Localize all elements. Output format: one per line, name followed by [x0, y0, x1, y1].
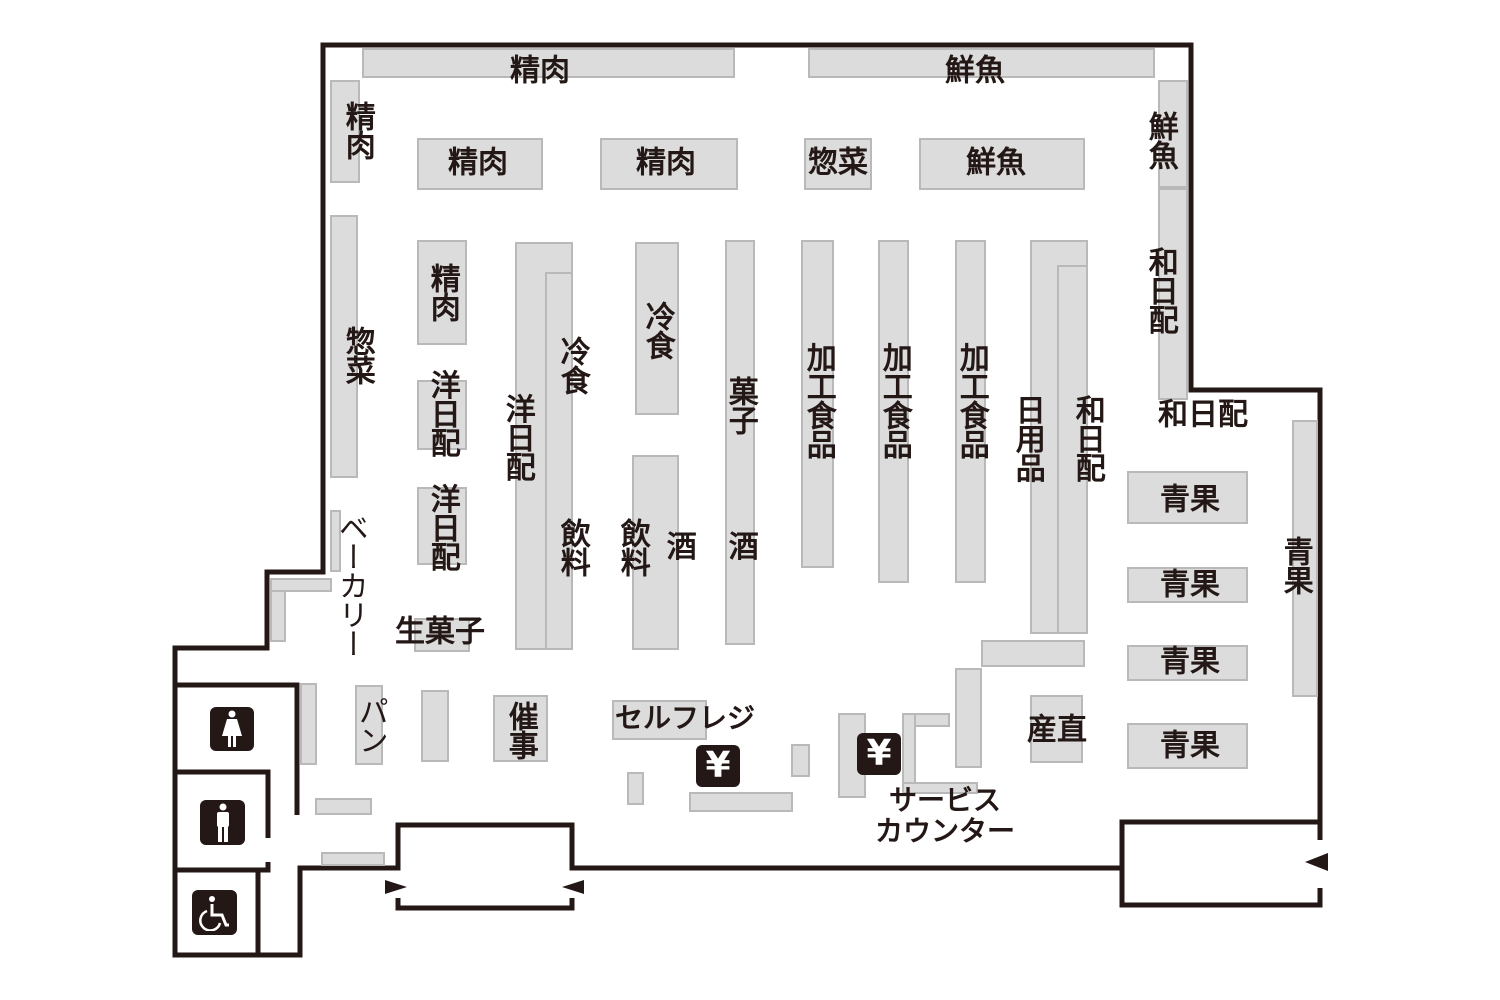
yen-glyph: ¥	[705, 745, 731, 786]
section-label: 洋日配	[499, 393, 535, 481]
self-checkout-label: セルフレジ	[614, 701, 756, 735]
shelf	[689, 792, 793, 812]
shelf	[1127, 471, 1248, 524]
shelf	[417, 487, 467, 565]
section-label: 精肉	[636, 145, 696, 181]
shelf	[878, 240, 909, 583]
shelf	[362, 48, 735, 78]
section-label: 菓子	[722, 376, 758, 434]
section-label: 鮮魚	[1142, 111, 1178, 169]
shelf	[1158, 188, 1188, 400]
shelf	[330, 80, 360, 183]
shelf	[902, 713, 916, 788]
section-label: 産直	[1027, 712, 1087, 748]
shelf	[321, 852, 385, 866]
shelf	[1127, 645, 1248, 681]
shelf	[1127, 567, 1248, 603]
section-label: 加工食品	[953, 342, 989, 458]
shelf	[417, 138, 543, 190]
section-label: ベーカリー	[332, 512, 368, 658]
section-label: 冷食	[554, 336, 590, 394]
section-label: 和日配	[1069, 394, 1105, 482]
shelf	[1127, 723, 1248, 769]
section-label: 飲料	[614, 518, 650, 576]
section-label: 飲料	[554, 518, 590, 576]
shelf	[627, 772, 644, 805]
shelf	[801, 240, 834, 568]
section-label: 精肉	[510, 53, 570, 89]
shelf	[270, 578, 332, 592]
section-label: 加工食品	[876, 342, 912, 458]
shelf	[1292, 420, 1318, 697]
section-label: 精肉	[448, 145, 508, 181]
yen-glyph: ¥	[866, 733, 892, 774]
section-label: 青果	[1160, 728, 1220, 764]
shelf	[791, 744, 810, 777]
shelf	[330, 215, 358, 478]
section-label: 和日配	[1142, 246, 1178, 334]
section-label: 和日配	[1158, 397, 1248, 433]
yen-icon: ¥	[857, 733, 901, 775]
entrance-arrow-icon	[562, 880, 584, 894]
shelf	[902, 782, 978, 794]
section-label: 洋日配	[424, 483, 460, 571]
entrance-arrow-icon	[385, 880, 407, 894]
shelf	[804, 138, 872, 190]
section-label: 精肉	[339, 101, 375, 159]
shelf	[600, 138, 738, 190]
shelf	[417, 240, 467, 345]
shelf	[955, 668, 982, 768]
section-label: 鮮魚	[966, 145, 1026, 181]
section-label: 生菓子	[395, 614, 485, 650]
shelf	[919, 138, 1085, 190]
section-label: 惣菜	[339, 326, 375, 384]
service-counter-label: カウンター	[874, 814, 1016, 848]
shelf	[355, 685, 383, 765]
section-label: 酒	[722, 530, 758, 560]
shelf	[417, 380, 467, 450]
entrance-arrow-icon	[1305, 853, 1328, 871]
yen-icon: ¥	[696, 745, 740, 787]
section-label: 青果	[1160, 644, 1220, 680]
shelf	[1158, 80, 1188, 188]
section-label: 催事	[502, 701, 538, 759]
shelf	[315, 798, 372, 815]
section-label: 冷食	[639, 301, 675, 359]
shelf	[545, 272, 573, 650]
shelf	[493, 695, 548, 762]
section-label: 鮮魚	[945, 53, 1005, 89]
section-label: 酒	[660, 530, 696, 560]
shelf	[1030, 695, 1083, 763]
section-label: 精肉	[424, 263, 460, 321]
section-label: 青果	[1160, 567, 1220, 603]
section-label: 惣菜	[808, 145, 868, 181]
shelf	[632, 455, 679, 650]
section-label: 加工食品	[800, 342, 836, 458]
wheelchair-icon	[192, 890, 237, 935]
shelf	[414, 618, 470, 652]
shelf	[981, 640, 1085, 667]
shelf	[635, 242, 679, 415]
service-counter-label: サービス	[888, 783, 1002, 817]
section-label: 青果	[1160, 482, 1220, 518]
female-restroom-icon	[210, 707, 254, 751]
shelf	[1057, 265, 1088, 634]
section-label: 青果	[1277, 536, 1313, 594]
shelf	[330, 510, 341, 572]
shelf	[808, 48, 1155, 78]
shelf	[955, 240, 986, 583]
shelf	[612, 700, 707, 740]
male-restroom-icon	[200, 800, 245, 845]
section-label: パン	[352, 696, 388, 754]
section-label: 日用品	[1009, 394, 1045, 482]
shelf	[725, 240, 755, 645]
section-label: 洋日配	[424, 369, 460, 457]
shelf	[421, 690, 449, 762]
shelf	[300, 683, 317, 765]
